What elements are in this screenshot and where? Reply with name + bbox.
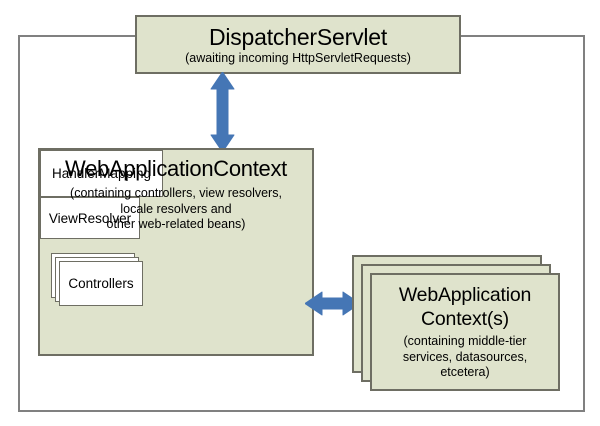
root-web-application-context-box: WebApplication Context(s) (containing mi… (370, 273, 560, 391)
root-subtitle-line-3: etcetera) (440, 365, 490, 380)
subtitle-line-1: (containing controllers, view resolvers, (70, 186, 282, 200)
controllers-label: Controllers (68, 276, 134, 291)
root-context-title-line-1: WebApplication (398, 284, 532, 307)
view-resolver-label: ViewResolver (48, 210, 132, 226)
handler-mapping-label: HandlerMapping (51, 166, 152, 181)
root-context-subtitle: (containing middle-tier services, dataso… (403, 334, 527, 381)
handler-mapping-box: HandlerMapping (40, 150, 163, 197)
root-context-title: WebApplication Context(s) (398, 283, 532, 331)
root-context-title-line-2: Context(s) (421, 308, 509, 331)
view-resolver-box: ViewResolver (40, 197, 140, 239)
subtitle-line-3: other web-related beans) (106, 217, 246, 231)
dispatcher-servlet-box: DispatcherServlet (awaiting incoming Htt… (135, 15, 461, 74)
web-application-context-subtitle: (containing controllers, view resolvers,… (40, 186, 312, 233)
arrow-webapplicationcontext-to-root-contexts (305, 290, 360, 317)
web-application-context-title: WebApplicationContext (65, 156, 287, 181)
dispatcher-servlet-title: DispatcherServlet (208, 23, 388, 50)
root-subtitle-line-1: (containing middle-tier (403, 334, 527, 349)
arrow-dispatcher-to-webapplicationcontext (209, 72, 236, 152)
subtitle-line-2: locale resolvers and (120, 201, 232, 216)
dispatcher-servlet-subtitle: (awaiting incoming HttpServletRequests) (185, 50, 411, 65)
root-subtitle-line-2: services, datasources, (402, 349, 528, 364)
web-application-context-box: WebApplicationContext (containing contro… (38, 148, 314, 356)
controllers-box: Controllers (59, 261, 143, 306)
root-web-application-contexts-stack: WebApplication Context(s) (containing mi… (352, 255, 562, 395)
